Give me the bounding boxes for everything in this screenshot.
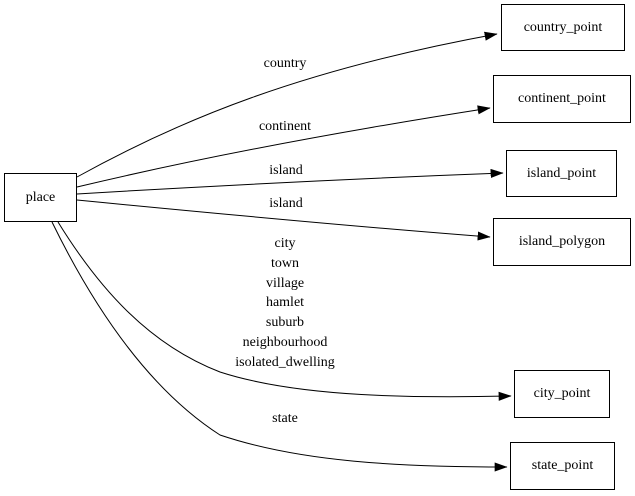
edge-label-neighbourhood-line: neighbourhood <box>242 334 328 350</box>
edge-label-island-point: island <box>269 163 303 178</box>
node-island-polygon-label: island_polygon <box>518 234 606 249</box>
edge-label-village-line: village <box>265 275 305 291</box>
node-island-point: island_point <box>506 150 617 197</box>
node-state-point: state_point <box>510 442 615 490</box>
edge-label-country: country <box>263 56 307 71</box>
node-island-polygon: island_polygon <box>493 218 631 266</box>
edge-label-suburb-line: suburb <box>265 315 305 331</box>
edge-place-island-point <box>76 168 504 195</box>
node-island-point-label: island_point <box>526 165 597 181</box>
edge-label-state: state <box>272 411 298 426</box>
edge-place-city-point <box>57 221 512 401</box>
edge-label-island-polygon: island <box>269 196 303 211</box>
edge-place-continent-point <box>76 105 491 188</box>
edge-place-state-point <box>51 221 508 472</box>
node-continent-point-label: continent_point <box>518 91 606 106</box>
edge-place-island-polygon <box>76 199 491 241</box>
node-city-point-label: city_point <box>533 386 591 401</box>
edge-label-continent: continent <box>258 119 312 134</box>
node-place: place <box>4 173 77 222</box>
node-place-label: place <box>25 189 56 205</box>
edge-label-hamlet-line: hamlet <box>265 295 305 311</box>
edge-label-city-line: city <box>274 236 296 251</box>
node-continent-point: continent_point <box>493 75 631 123</box>
node-state-point-label: state_point <box>531 458 594 473</box>
edge-label-isolated-dwelling-line: isolated_dwelling <box>235 354 335 370</box>
node-country-point: country_point <box>501 4 625 51</box>
edge-place-country-point <box>76 31 498 178</box>
edge-label-town-line: town <box>270 255 299 271</box>
node-city-point: city_point <box>514 370 610 418</box>
node-country-point-label: country_point <box>523 19 603 35</box>
edge-label-city-types: city town village hamlet suburb neighbou… <box>235 234 335 373</box>
